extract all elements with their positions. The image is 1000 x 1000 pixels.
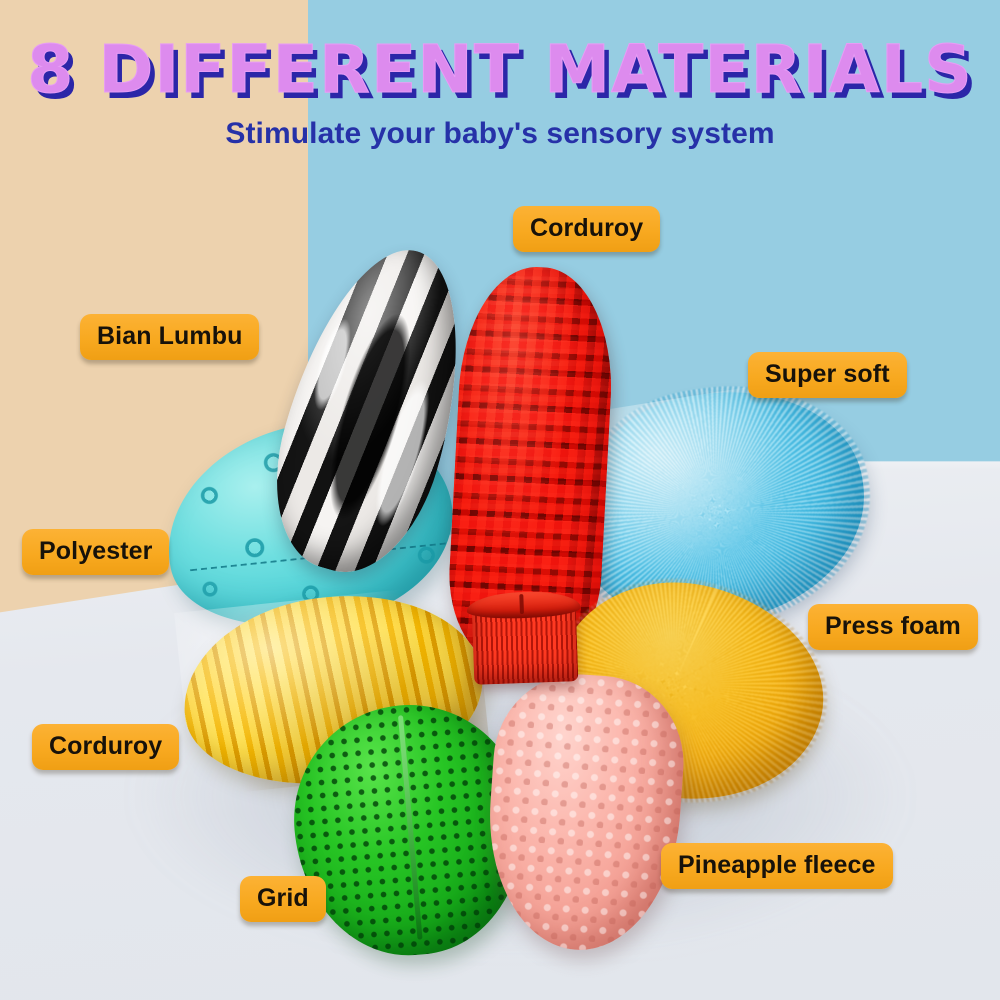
callout-polyester: Polyester	[22, 529, 170, 576]
callout-grid: Grid	[240, 876, 326, 923]
callout-corduroy-bottom: Corduroy	[32, 724, 180, 771]
red-ribbed-hub	[466, 590, 582, 685]
callout-corduroy-top: Corduroy	[513, 206, 661, 253]
page-subtitle: Stimulate your baby's sensory system	[225, 117, 775, 150]
callout-super-soft: Super soft	[748, 352, 907, 399]
callout-bian-lumbu: Bian Lumbu	[80, 314, 260, 361]
page-title: 8 DIFFERENT MATERIALS	[27, 31, 973, 109]
sensory-ball-toy	[148, 229, 882, 965]
callout-pineapple-fleece: Pineapple fleece	[661, 843, 893, 890]
pink-fleece-petal	[480, 668, 690, 957]
callout-press-foam: Press foam	[808, 604, 978, 651]
